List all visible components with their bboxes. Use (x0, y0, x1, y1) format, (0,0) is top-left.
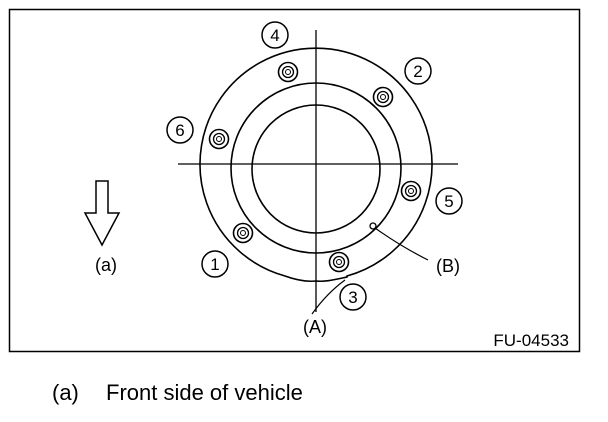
bolt-3 (328, 251, 350, 273)
number-badge-3: 3 (339, 283, 367, 311)
bolt-2 (372, 86, 394, 108)
number-badge-5: 5 (435, 187, 463, 215)
label-b: (B) (436, 256, 460, 276)
leader-line-b (374, 227, 429, 261)
number-badge-4: 4 (261, 21, 289, 49)
svg-text:4: 4 (270, 26, 279, 45)
inner-opening (251, 104, 381, 234)
svg-text:6: 6 (175, 121, 184, 140)
bolt-6 (208, 128, 230, 150)
figure-frame (8, 8, 581, 353)
number-badge-1: 1 (201, 250, 229, 278)
caption-text: Front side of vehicle (106, 380, 303, 405)
number-badge-2: 2 (404, 57, 432, 85)
figure-id: FU-04533 (493, 331, 569, 350)
front-direction-arrow (83, 180, 121, 247)
middle-ring (230, 82, 402, 254)
point-b-marker (369, 222, 377, 230)
bolt-4 (277, 61, 299, 83)
caption: (a) Front side of vehicle (52, 380, 303, 406)
caption-key: (a) (52, 380, 79, 405)
svg-text:2: 2 (413, 62, 422, 81)
label-a: (A) (303, 317, 327, 337)
svg-text:5: 5 (444, 192, 453, 211)
arrow-label: (a) (95, 255, 117, 275)
bolt-5 (400, 180, 422, 202)
svg-text:1: 1 (210, 255, 219, 274)
number-badge-6: 6 (166, 116, 194, 144)
bolt-1 (232, 222, 254, 244)
outer-flange (199, 47, 433, 283)
svg-text:3: 3 (348, 288, 357, 307)
leader-line-a (311, 279, 346, 315)
